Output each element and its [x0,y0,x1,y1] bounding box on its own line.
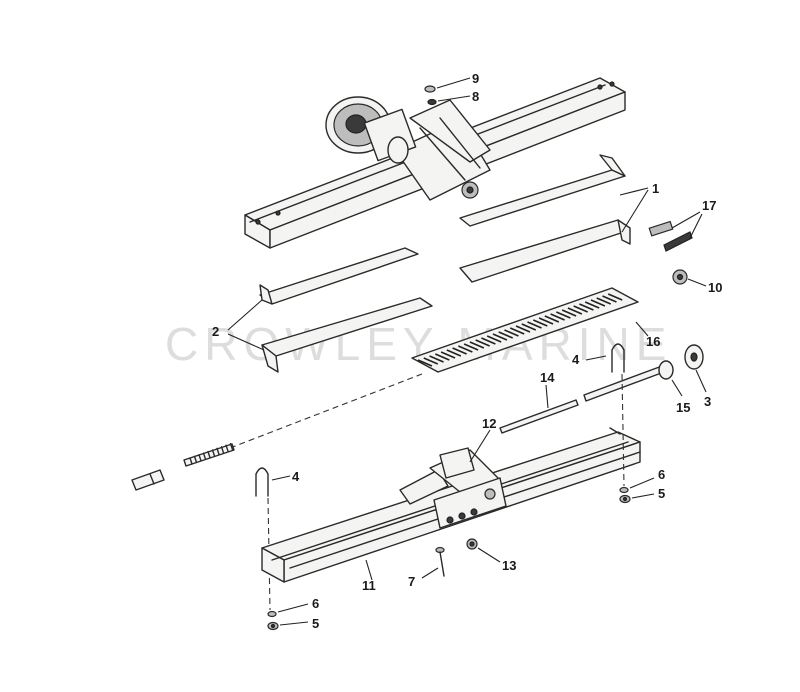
rack-tooth [504,329,519,337]
part-16-rack [411,287,649,373]
part-14-rod [499,384,579,434]
watermark-text: CROWLEY MARINE [165,318,672,370]
rack-tooth [556,311,571,319]
part-1-plate-upper [459,154,626,227]
rack-tooth [475,339,490,347]
rack-tooth [527,321,542,329]
part-6-washer-left [267,603,309,618]
callout-9: 9 [472,71,479,86]
callout-5-left: 5 [312,616,319,631]
callout-16: 16 [646,334,660,349]
rack-tooth [579,303,594,311]
callout-15: 15 [676,400,690,415]
callout-3: 3 [704,394,711,409]
rack-tooth [446,349,462,357]
threaded-rod-left [131,373,423,491]
rack-tooth [463,343,479,351]
part-15-shaft [583,360,683,402]
callout-5-right: 5 [658,486,665,501]
rack-tooth [521,323,537,331]
part-5-nut-right [619,493,655,504]
thread-mark [189,457,193,465]
rack-tooth [423,357,439,365]
part-9-screw [424,77,471,93]
rack-tooth [550,313,565,321]
part-1-plate-lower [459,219,631,283]
callout-11: 11 [362,578,376,593]
callout-6-right: 6 [658,467,665,482]
callout-7: 7 [408,574,415,589]
part-6-washer-right [619,373,655,494]
callout-10: 10 [708,280,722,295]
part-4-u-bolt-left [255,467,291,611]
rack-tooth [561,309,577,317]
thread-mark [198,454,202,462]
callout-17: 17 [702,198,716,213]
part-8-washer [427,95,471,106]
thread-mark [211,449,216,457]
rack-tooth [538,317,554,325]
rack-tooth [515,325,531,333]
part-3-bushing [684,344,707,393]
part-5-nut-left [267,621,309,631]
part-12-carriage [399,429,507,529]
part-10-nut [672,269,707,287]
callout-14: 14 [540,370,555,385]
rack-tooth [509,327,525,335]
rack-tooth [492,333,508,341]
callout-13: 13 [502,558,516,573]
rack-tooth [434,353,450,361]
rack-tooth [458,345,473,353]
part-7-bolt [421,546,445,579]
callout-4-right: 4 [572,352,580,367]
callout-12: 12 [482,416,496,431]
part-17-rack-pieces [648,211,703,252]
rack-tooth [440,351,456,359]
rack-tooth [590,299,606,307]
rack-tooth [584,301,600,309]
upper-bracket-assembly [244,77,626,249]
callout-6-left: 6 [312,596,319,611]
rack-tooth [481,337,496,345]
callout-2: 2 [212,324,219,339]
thread-mark [216,447,220,456]
thread-mark [207,450,211,459]
thread-mark [229,442,234,451]
thread-mark [202,452,207,460]
rack-tooth [596,297,612,305]
rack-tooth [602,295,617,303]
callout-4-left: 4 [292,469,300,484]
rack-tooth [452,347,467,355]
rack-tooth [607,293,623,301]
callout-1: 1 [652,181,659,196]
thread-mark [193,455,198,464]
rack-tooth [417,359,433,367]
thread-mark [220,446,225,454]
part-2-plate-upper [259,247,419,305]
rack-tooth [429,355,444,363]
rack-tooth [567,307,583,315]
thread-mark [225,444,229,452]
part-4-u-bolt-right [585,343,625,373]
part-13-nut [466,538,501,563]
rack-tooth [544,315,560,323]
rack-tooth [573,305,588,313]
callout-8: 8 [472,89,479,104]
rack-tooth [469,341,485,349]
part-2-plate-lower [261,297,433,373]
rack-tooth [486,335,502,343]
rack-tooth [532,319,548,327]
rack-tooth [498,331,514,339]
